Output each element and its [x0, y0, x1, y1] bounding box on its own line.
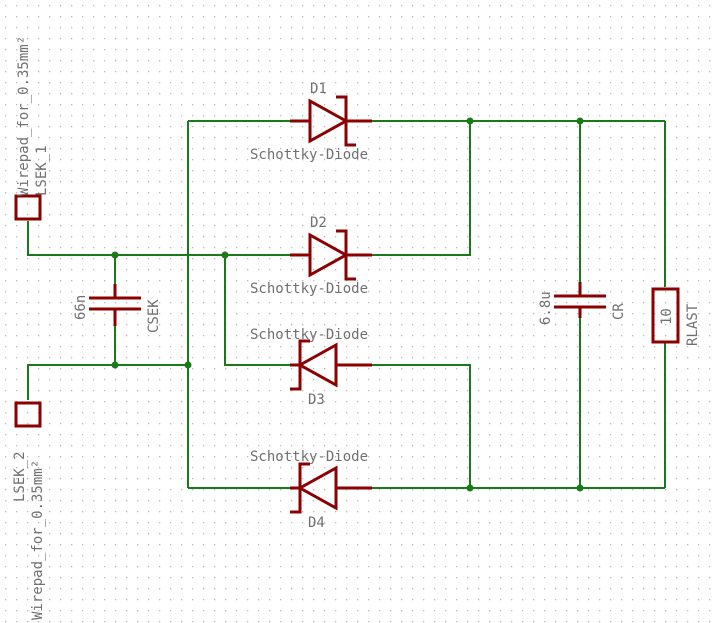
resistor-rlast-name: RLAST [685, 303, 701, 346]
pad-square-icon [14, 401, 42, 428]
junction-dot [111, 361, 119, 369]
pad-lsek-1-name: LSEK_1 [34, 145, 50, 196]
schottky-bar-icon [290, 462, 310, 514]
capacitor-csek-name: CSEK [146, 299, 162, 333]
junction-dot [466, 117, 474, 125]
diode-triangle-icon [296, 465, 338, 511]
junction-dot [111, 251, 119, 259]
diode-d2-value: Schottky-Diode [250, 281, 368, 297]
junction-dot [184, 361, 192, 369]
junction-dot [221, 251, 229, 259]
resistor-body-icon [651, 287, 680, 344]
capacitor-cr-name: CR [611, 303, 627, 320]
resistor-rlast[interactable]: 10 RLAST [651, 287, 701, 346]
pad-lsek-2-value: Wirepad_for_0.35mm² [30, 460, 46, 620]
diode-d3-name: D3 [308, 392, 325, 408]
diode-d4[interactable]: Schottky-Diode D4 [250, 449, 372, 531]
pad-square-icon [14, 194, 42, 221]
junctions [111, 117, 584, 492]
diode-d3[interactable]: Schottky-Diode D3 [250, 327, 372, 408]
diode-d1-value: Schottky-Diode [250, 147, 368, 163]
schottky-bar-icon [336, 95, 356, 147]
resistor-rlast-value: 10 [659, 308, 675, 325]
diode-d1[interactable]: D1 Schottky-Diode [250, 81, 372, 163]
capacitor-cr[interactable]: 6.8u CR [538, 282, 627, 325]
pad-lsek-2-name: LSEK_2 [12, 451, 28, 502]
capacitor-cr-value: 6.8u [538, 291, 554, 325]
junction-dot [466, 484, 474, 492]
pad-lsek-1-value: Wirepad_for_0.35mm² [16, 36, 32, 196]
diode-triangle-icon [308, 98, 350, 144]
pad-lsek-2[interactable]: LSEK_2 Wirepad_for_0.35mm² [12, 401, 46, 620]
pad-lsek-1[interactable]: LSEK_1 Wirepad_for_0.35mm² [14, 36, 50, 221]
junction-dot [576, 117, 584, 125]
diode-d2-name: D2 [310, 215, 327, 231]
junction-dot [576, 484, 584, 492]
diode-d1-name: D1 [310, 81, 327, 97]
schottky-bar-icon [336, 229, 356, 281]
capacitor-csek-value: 66n [73, 295, 89, 320]
schottky-bar-icon [290, 339, 310, 391]
diode-d4-value: Schottky-Diode [250, 449, 368, 465]
diode-triangle-icon [308, 232, 350, 278]
diode-d2[interactable]: D2 Schottky-Diode [250, 215, 372, 297]
diode-d4-name: D4 [308, 515, 325, 531]
wires [27, 120, 666, 489]
diode-triangle-icon [296, 342, 338, 388]
capacitor-csek[interactable]: 66n CSEK [73, 284, 162, 333]
diode-d3-value: Schottky-Diode [250, 327, 368, 343]
